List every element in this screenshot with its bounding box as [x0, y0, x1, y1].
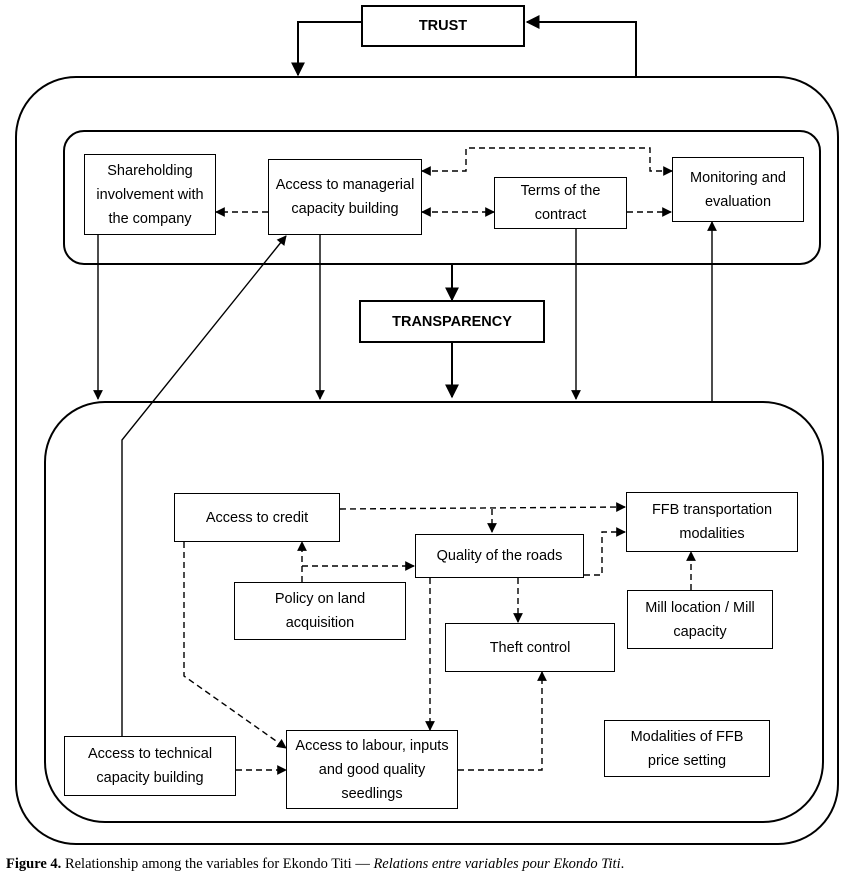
monitoring-managerial-arrow	[421, 147, 673, 176]
roads-to-ffb-transport-arrow	[584, 527, 626, 576]
operations-container	[44, 401, 824, 823]
theft-node: Theft control	[445, 623, 615, 672]
caption-end: .	[620, 856, 625, 872]
technical-node: Access to technical capacity building	[64, 736, 236, 796]
labour-label: Access to labour, inputs and good qualit…	[295, 737, 449, 802]
shareholding-node: Shareholding involvement with the compan…	[84, 154, 216, 235]
credit-to-ffb-transport-arrow	[339, 502, 626, 512]
technical-label: Access to technical capacity building	[87, 746, 213, 786]
outer-container	[15, 76, 839, 845]
credit-node: Access to credit	[174, 493, 340, 542]
monitoring-label: Monitoring and evaluation	[690, 169, 786, 210]
transparency-node: TRANSPARENCY	[359, 300, 545, 343]
credit-label: Access to credit	[205, 509, 309, 526]
credit-to-labour-arrow	[183, 542, 287, 749]
terms-node: Terms of the contract	[494, 177, 627, 229]
mill-label: Mill location / Mill capacity	[645, 599, 755, 640]
labour-to-theft-arrow	[458, 671, 547, 771]
technical-to-managerial-arrow	[121, 235, 287, 736]
caption-text: Relationship among the variables for Eko…	[61, 856, 374, 872]
trust-to-outer-arrow	[291, 21, 362, 77]
outer-to-trust-arrow	[525, 15, 637, 77]
transparency-label: TRANSPARENCY	[392, 313, 512, 330]
labour-node: Access to labour, inputs and good qualit…	[286, 730, 458, 809]
ffb-transport-label: FFB transportation modalities	[651, 502, 773, 542]
ffb-price-label: Modalities of FFB price setting	[630, 728, 744, 769]
policy-land-label: Policy on land acquisition	[274, 591, 366, 631]
ffb-price-node: Modalities of FFB price setting	[604, 720, 770, 777]
trust-node: TRUST	[361, 5, 525, 47]
managerial-node: Access to managerial capacity building	[268, 159, 422, 235]
theft-label: Theft control	[489, 639, 571, 656]
shareholding-label: Shareholding involvement with the compan…	[96, 162, 204, 227]
governance-container	[63, 130, 821, 265]
roads-node: Quality of the roads	[415, 534, 584, 578]
roads-label: Quality of the roads	[436, 548, 563, 564]
managerial-label: Access to managerial capacity building	[275, 177, 415, 217]
ffb-transport-node: FFB transportation modalities	[626, 492, 798, 552]
monitoring-node: Monitoring and evaluation	[672, 157, 804, 222]
trust-label: TRUST	[418, 18, 468, 34]
terms-label: Terms of the contract	[520, 183, 601, 223]
caption-french: Relations entre variables pour Ekondo Ti…	[373, 856, 621, 872]
mill-node: Mill location / Mill capacity	[627, 590, 773, 649]
diagram-canvas	[15, 15, 839, 845]
caption-label: Figure 4.	[6, 856, 62, 872]
figure-caption: Figure 4. Relationship among the variabl…	[6, 856, 846, 873]
policy-land-node: Policy on land acquisition	[234, 582, 406, 640]
